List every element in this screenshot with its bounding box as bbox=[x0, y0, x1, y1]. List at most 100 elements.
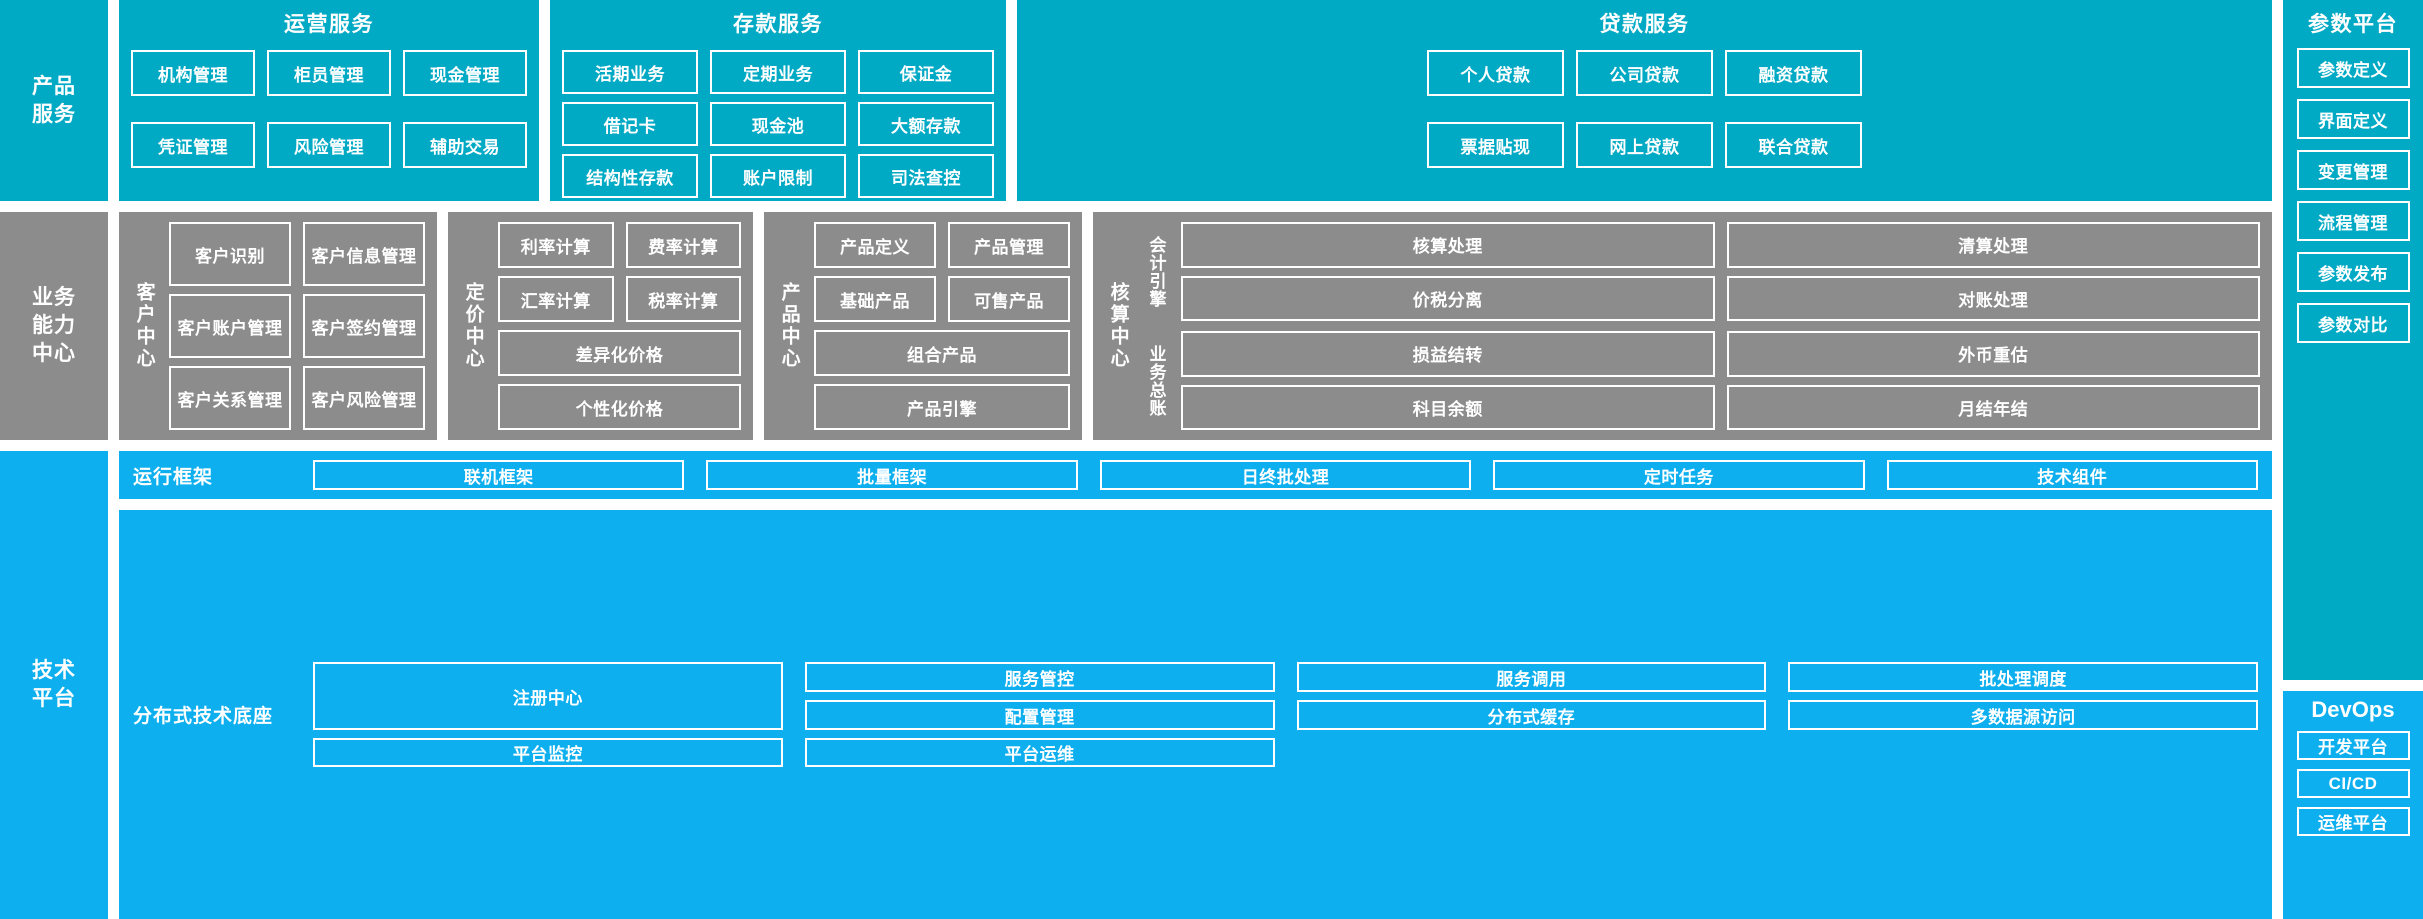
group-loan-services: 贷款服务 个人贷款 公司贷款 融资贷款 票据贴现 网上贷款 联合贷款 bbox=[1017, 0, 2272, 201]
service-item[interactable]: 活期业务 bbox=[562, 50, 698, 94]
service-item[interactable]: 票据贴现 bbox=[1427, 122, 1564, 168]
service-item[interactable]: 公司贷款 bbox=[1576, 50, 1713, 96]
group-title-loan-services: 贷款服务 bbox=[1599, 13, 1690, 36]
tech-item[interactable]: 批量框架 bbox=[706, 460, 1078, 490]
runtime-framework-grid: 联机框架 批量框架 日终批处理 定时任务 技术组件 bbox=[313, 460, 2258, 490]
center-item[interactable]: 客户账户管理 bbox=[169, 294, 291, 358]
tech-item[interactable]: 配置管理 bbox=[804, 700, 1275, 730]
center-item[interactable]: 利率计算 bbox=[498, 222, 614, 268]
tech-item[interactable]: 平台监控 bbox=[313, 738, 783, 767]
service-item[interactable]: 联合贷款 bbox=[1725, 122, 1862, 168]
accounting-engine-grid: 核算处理 清算处理 价税分离 对账处理 bbox=[1181, 222, 2260, 321]
center-item[interactable]: 客户识别 bbox=[169, 222, 291, 286]
service-item[interactable]: 结构性存款 bbox=[562, 154, 698, 198]
service-item[interactable]: 现金管理 bbox=[403, 50, 527, 96]
center-label-accounting: 核算中心 bbox=[1107, 282, 1129, 370]
distributed-base-grid: 注册中心 服务管控 服务调用 批处理调度 配置管理 分布式缓存 多数据源访问 平… bbox=[313, 662, 2258, 767]
rail-item[interactable]: 运维平台 bbox=[2296, 807, 2410, 836]
center-item[interactable]: 核算处理 bbox=[1181, 222, 1715, 268]
center-item[interactable]: 组合产品 bbox=[814, 330, 1070, 376]
service-item[interactable]: 网上贷款 bbox=[1576, 122, 1713, 168]
service-item[interactable]: 保证金 bbox=[858, 50, 994, 94]
accounting-subsection-ledger: 业务总账 损益结转 外币重估 科目余额 月结年结 bbox=[1143, 331, 2260, 430]
center-customer: 客户中心 客户识别 客户信息管理 客户账户管理 客户签约管理 客户关系管理 客户… bbox=[119, 212, 437, 440]
center-item[interactable]: 基础产品 bbox=[814, 276, 936, 322]
group-title-deposit-services: 存款服务 bbox=[733, 13, 823, 36]
rail-item[interactable]: CI/CD bbox=[2296, 769, 2410, 798]
service-item[interactable]: 账户限制 bbox=[710, 154, 846, 198]
tech-platform-band: 技术 平台 运行框架 联机框架 批量框架 日终批处理 定时任务 技术组件 分布式… bbox=[0, 451, 2423, 919]
center-item[interactable]: 客户签约管理 bbox=[303, 294, 425, 358]
accounting-subsection-engine: 会计引擎 核算处理 清算处理 价税分离 对账处理 bbox=[1143, 222, 2260, 321]
tech-item[interactable]: 服务管控 bbox=[804, 662, 1275, 692]
service-item[interactable]: 风险管理 bbox=[267, 122, 391, 168]
center-item[interactable]: 清算处理 bbox=[1726, 222, 2260, 268]
center-item[interactable]: 费率计算 bbox=[625, 222, 741, 268]
service-item[interactable]: 柜员管理 bbox=[267, 50, 391, 96]
service-item[interactable]: 现金池 bbox=[710, 102, 846, 146]
spine-text: 技术 平台 bbox=[32, 659, 76, 710]
tech-item[interactable]: 分布式缓存 bbox=[1296, 700, 1767, 730]
center-item[interactable]: 差异化价格 bbox=[498, 330, 741, 376]
center-item[interactable]: 月结年结 bbox=[1726, 384, 2260, 430]
tech-item[interactable]: 技术组件 bbox=[1886, 460, 2258, 490]
capability-centers-spine-label: 业务 能力 中心 bbox=[0, 212, 108, 440]
service-item[interactable]: 定期业务 bbox=[710, 50, 846, 94]
center-pricing: 定价中心 利率计算 费率计算 汇率计算 税率计算 差异化价格 个性化价格 bbox=[448, 212, 753, 440]
rail-item[interactable]: 开发平台 bbox=[2296, 731, 2410, 760]
service-item[interactable]: 个人贷款 bbox=[1427, 50, 1564, 96]
center-item[interactable]: 可售产品 bbox=[948, 276, 1070, 322]
center-item[interactable]: 客户信息管理 bbox=[303, 222, 425, 286]
center-item[interactable]: 客户关系管理 bbox=[169, 366, 291, 430]
service-item[interactable]: 凭证管理 bbox=[131, 122, 255, 168]
center-item[interactable]: 个性化价格 bbox=[498, 384, 741, 430]
rail-title-devops: DevOps bbox=[2311, 697, 2395, 722]
center-label-pricing: 定价中心 bbox=[462, 282, 484, 370]
service-item[interactable]: 融资贷款 bbox=[1725, 50, 1862, 96]
tech-section-label-runtime: 运行框架 bbox=[133, 466, 214, 488]
service-item[interactable]: 机构管理 bbox=[131, 50, 255, 96]
center-item[interactable]: 外币重估 bbox=[1726, 331, 2260, 377]
center-item[interactable]: 汇率计算 bbox=[498, 276, 614, 322]
tech-item[interactable]: 定时任务 bbox=[1493, 460, 1865, 490]
capability-centers-band: 业务 能力 中心 客户中心 客户识别 客户信息管理 客户账户管理 客户签约管理 … bbox=[0, 212, 2423, 440]
product-services-spine-label: 产品 服务 bbox=[0, 0, 108, 201]
rail-item[interactable]: 参数发布 bbox=[2296, 252, 2410, 292]
center-item[interactable]: 产品引擎 bbox=[814, 384, 1070, 430]
service-item[interactable]: 大额存款 bbox=[858, 102, 994, 146]
center-item[interactable]: 产品管理 bbox=[948, 222, 1070, 268]
service-item[interactable]: 司法查控 bbox=[858, 154, 994, 198]
tech-item[interactable]: 平台运维 bbox=[804, 738, 1275, 767]
tech-item[interactable]: 多数据源访问 bbox=[1788, 700, 2258, 730]
tech-item[interactable]: 批处理调度 bbox=[1788, 662, 2258, 692]
center-item[interactable]: 产品定义 bbox=[814, 222, 936, 268]
tech-item[interactable]: 日终批处理 bbox=[1099, 460, 1472, 490]
product-services-band: 产品 服务 运营服务 机构管理 柜员管理 现金管理 凭证管理 风险管理 辅助交易… bbox=[0, 0, 2423, 201]
center-product: 产品中心 产品定义 产品管理 基础产品 可售产品 组合产品 产品引擎 bbox=[764, 212, 1082, 440]
spine-text: 业务 能力 中心 bbox=[32, 286, 76, 365]
service-item[interactable]: 借记卡 bbox=[562, 102, 698, 146]
tech-item[interactable]: 服务调用 bbox=[1296, 662, 1767, 692]
tech-item[interactable]: 联机框架 bbox=[313, 460, 685, 490]
rail-item[interactable]: 变更管理 bbox=[2296, 150, 2410, 190]
rail-item[interactable]: 流程管理 bbox=[2296, 201, 2410, 241]
center-accounting: 核算中心 会计引擎 核算处理 清算处理 价税分离 对账处理 业务总账 损益结转 … bbox=[1093, 212, 2272, 440]
tech-section-runtime-framework: 运行框架 联机框架 批量框架 日终批处理 定时任务 技术组件 bbox=[119, 451, 2272, 499]
tech-item[interactable]: 注册中心 bbox=[313, 662, 783, 730]
operation-services-grid: 机构管理 柜员管理 现金管理 凭证管理 风险管理 辅助交易 bbox=[119, 50, 539, 178]
center-item[interactable]: 损益结转 bbox=[1181, 331, 1715, 377]
center-item[interactable]: 客户风险管理 bbox=[303, 366, 425, 430]
subsection-label-accounting-engine: 会计引擎 bbox=[1146, 235, 1166, 308]
center-item[interactable]: 对账处理 bbox=[1726, 275, 2260, 321]
center-item[interactable]: 科目余额 bbox=[1181, 384, 1715, 430]
rail-devops: DevOps 开发平台 CI/CD 运维平台 bbox=[2283, 691, 2423, 919]
center-item[interactable]: 价税分离 bbox=[1181, 275, 1715, 321]
rail-item[interactable]: 参数定义 bbox=[2296, 48, 2410, 88]
rail-item[interactable]: 参数对比 bbox=[2296, 303, 2410, 343]
tech-platform-spine-label: 技术 平台 bbox=[0, 451, 108, 919]
center-item[interactable]: 税率计算 bbox=[625, 276, 741, 322]
service-item[interactable]: 辅助交易 bbox=[403, 122, 527, 168]
rail-item[interactable]: 界面定义 bbox=[2296, 99, 2410, 139]
loan-services-grid: 个人贷款 公司贷款 融资贷款 票据贴现 网上贷款 联合贷款 bbox=[1415, 50, 1874, 178]
